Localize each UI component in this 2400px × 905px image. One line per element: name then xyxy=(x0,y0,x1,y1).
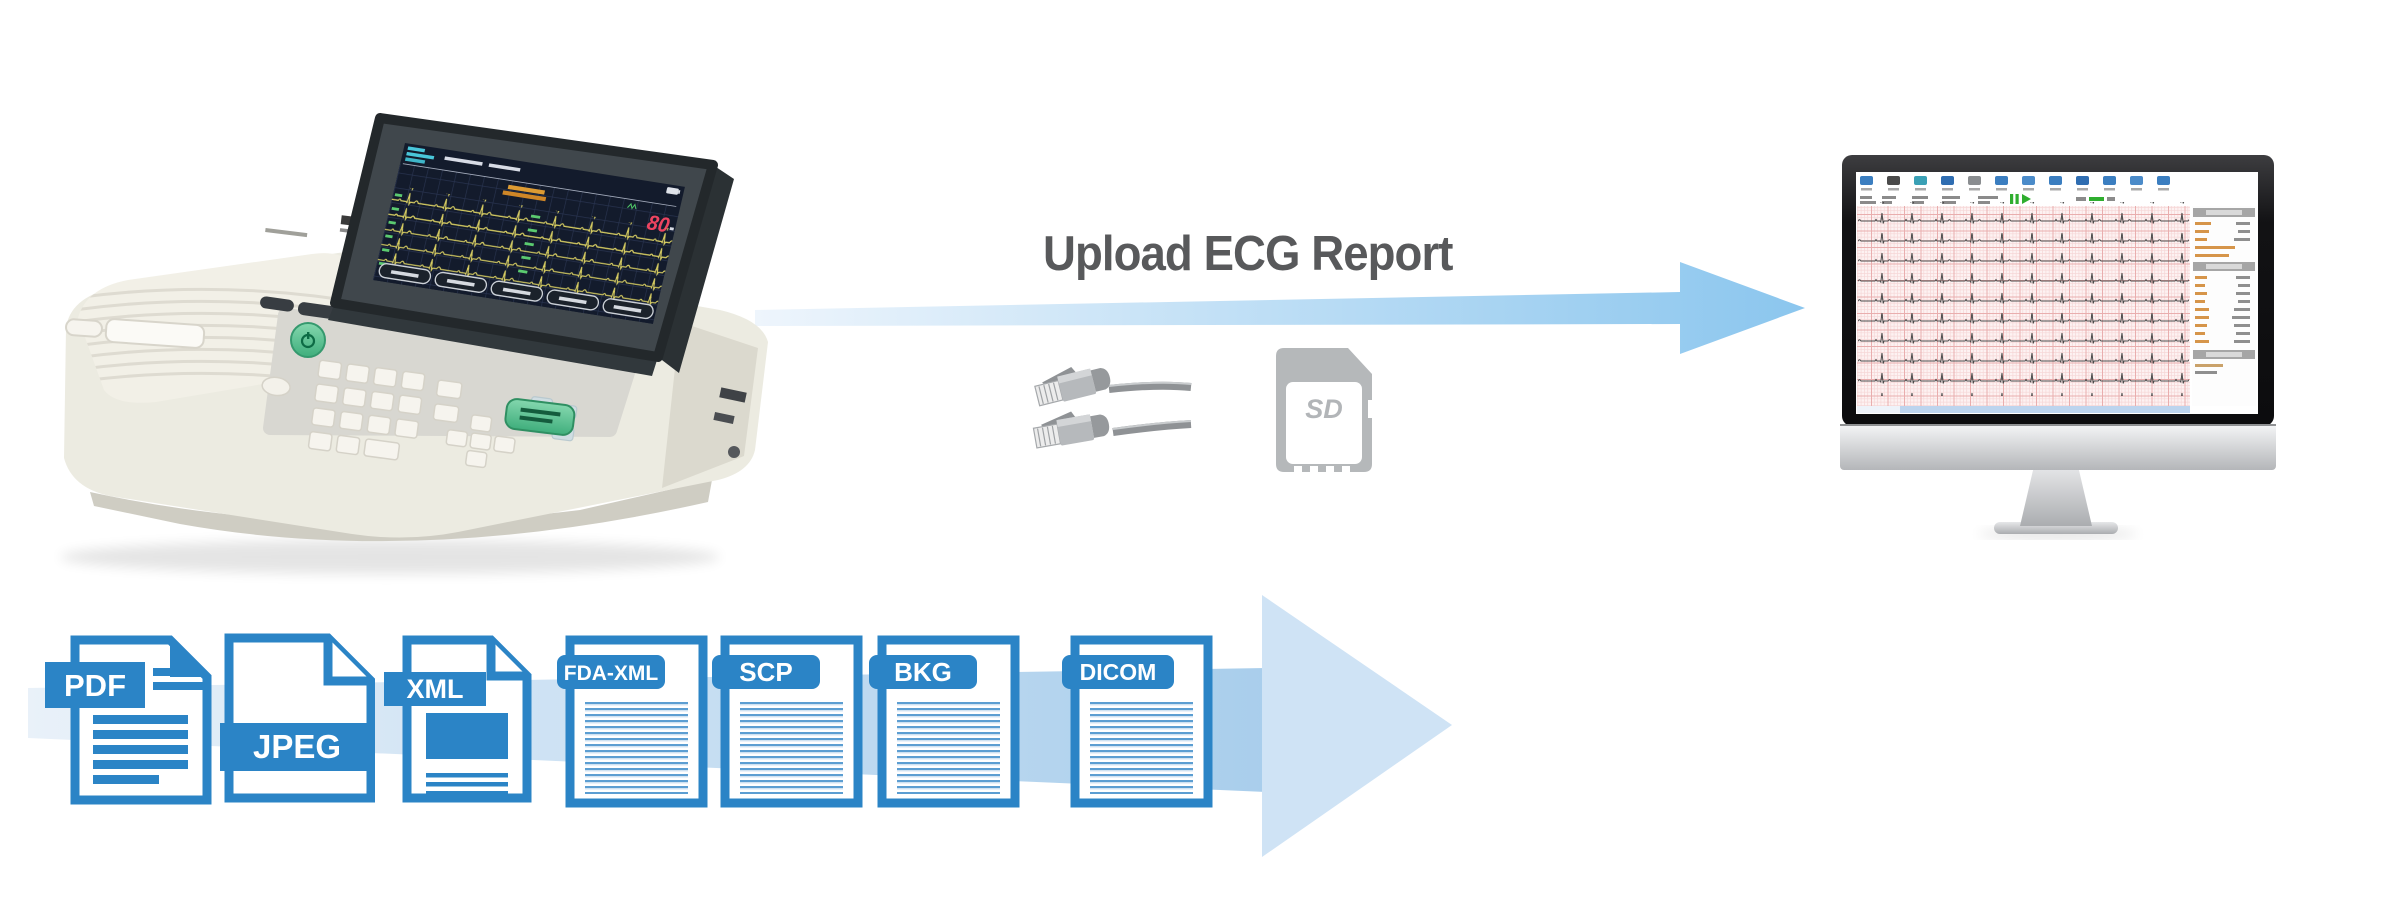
text-lines xyxy=(93,715,188,784)
power-button xyxy=(290,322,326,358)
sd-contacts xyxy=(1294,466,1350,472)
monitor-stand xyxy=(2020,466,2092,526)
format-label-tab xyxy=(1062,655,1174,689)
screen-soft-buttons xyxy=(378,263,654,320)
rj45-connector xyxy=(1032,411,1110,449)
green-status-value xyxy=(2089,197,2104,201)
paper-release-button xyxy=(65,318,103,338)
ethernet-cable-icon xyxy=(1032,366,1192,449)
ecg-software-toolbar xyxy=(1860,176,2170,191)
screen-status-text xyxy=(402,146,681,210)
file-format-icon-scp: SCP xyxy=(712,635,863,808)
monitor-chin xyxy=(1840,424,2276,470)
folded-corner xyxy=(170,640,207,677)
format-label: SCP xyxy=(739,657,792,687)
paper-slot xyxy=(104,318,206,349)
format-label-band xyxy=(220,723,375,771)
file-format-icon-xml: XML xyxy=(384,635,532,803)
ecg-software-sidebar xyxy=(2192,206,2256,406)
scrollbar-thumb xyxy=(1900,406,2190,413)
sd-card-icon: SD xyxy=(1276,348,1372,472)
text-lines xyxy=(585,702,688,794)
file-format-icon-fda-xml: FDA-XML xyxy=(557,635,708,808)
start-stop-button xyxy=(504,398,576,436)
text-lines xyxy=(740,702,843,794)
format-label-band xyxy=(384,672,486,706)
ecg-paper xyxy=(1857,202,2190,413)
upload-title: Upload ECG Report xyxy=(1043,227,1453,281)
format-label: BKG xyxy=(894,657,952,687)
text-lines xyxy=(1090,702,1193,794)
screen-bottom-edge xyxy=(328,303,658,376)
format-label-band xyxy=(45,662,145,708)
device-base xyxy=(90,480,712,542)
play-pause-icon xyxy=(2010,194,2031,204)
folded-corner xyxy=(323,638,371,686)
rj45-connector xyxy=(1034,366,1111,407)
formats-arrow-head xyxy=(1262,595,1452,857)
file-format-icon-bkg: BKG xyxy=(869,635,1020,808)
format-label: DICOM xyxy=(1080,659,1157,685)
ecg-device: 80 xyxy=(60,113,768,574)
file-format-icon-pdf: PDF xyxy=(45,635,212,805)
side-ports xyxy=(713,387,747,458)
format-label-tab xyxy=(557,655,665,689)
folded-corner xyxy=(486,640,527,681)
sd-card-label-area xyxy=(1286,382,1362,464)
format-label: FDA-XML xyxy=(564,662,659,685)
format-label: JPEG xyxy=(253,728,341,765)
desktop-monitor xyxy=(1840,155,2276,539)
format-label: PDF xyxy=(64,668,126,703)
format-label: XML xyxy=(407,674,464,704)
device-screen: 80 xyxy=(373,143,685,324)
content-block xyxy=(426,713,508,759)
device-shadow xyxy=(60,540,720,574)
ecg-trace-rows xyxy=(1858,202,2189,396)
file-format-icon-jpeg: JPEG xyxy=(220,633,375,803)
file-format-icon-dicom: DICOM xyxy=(1062,635,1213,808)
text-lines xyxy=(426,773,508,796)
keypad-keys xyxy=(261,359,578,469)
screen-edge xyxy=(658,165,734,373)
upload-arrow xyxy=(755,262,1805,354)
format-label-tab xyxy=(869,655,977,689)
sd-logo: SD xyxy=(1305,394,1343,424)
text-lines xyxy=(897,702,1000,794)
format-label-tab xyxy=(712,655,820,689)
